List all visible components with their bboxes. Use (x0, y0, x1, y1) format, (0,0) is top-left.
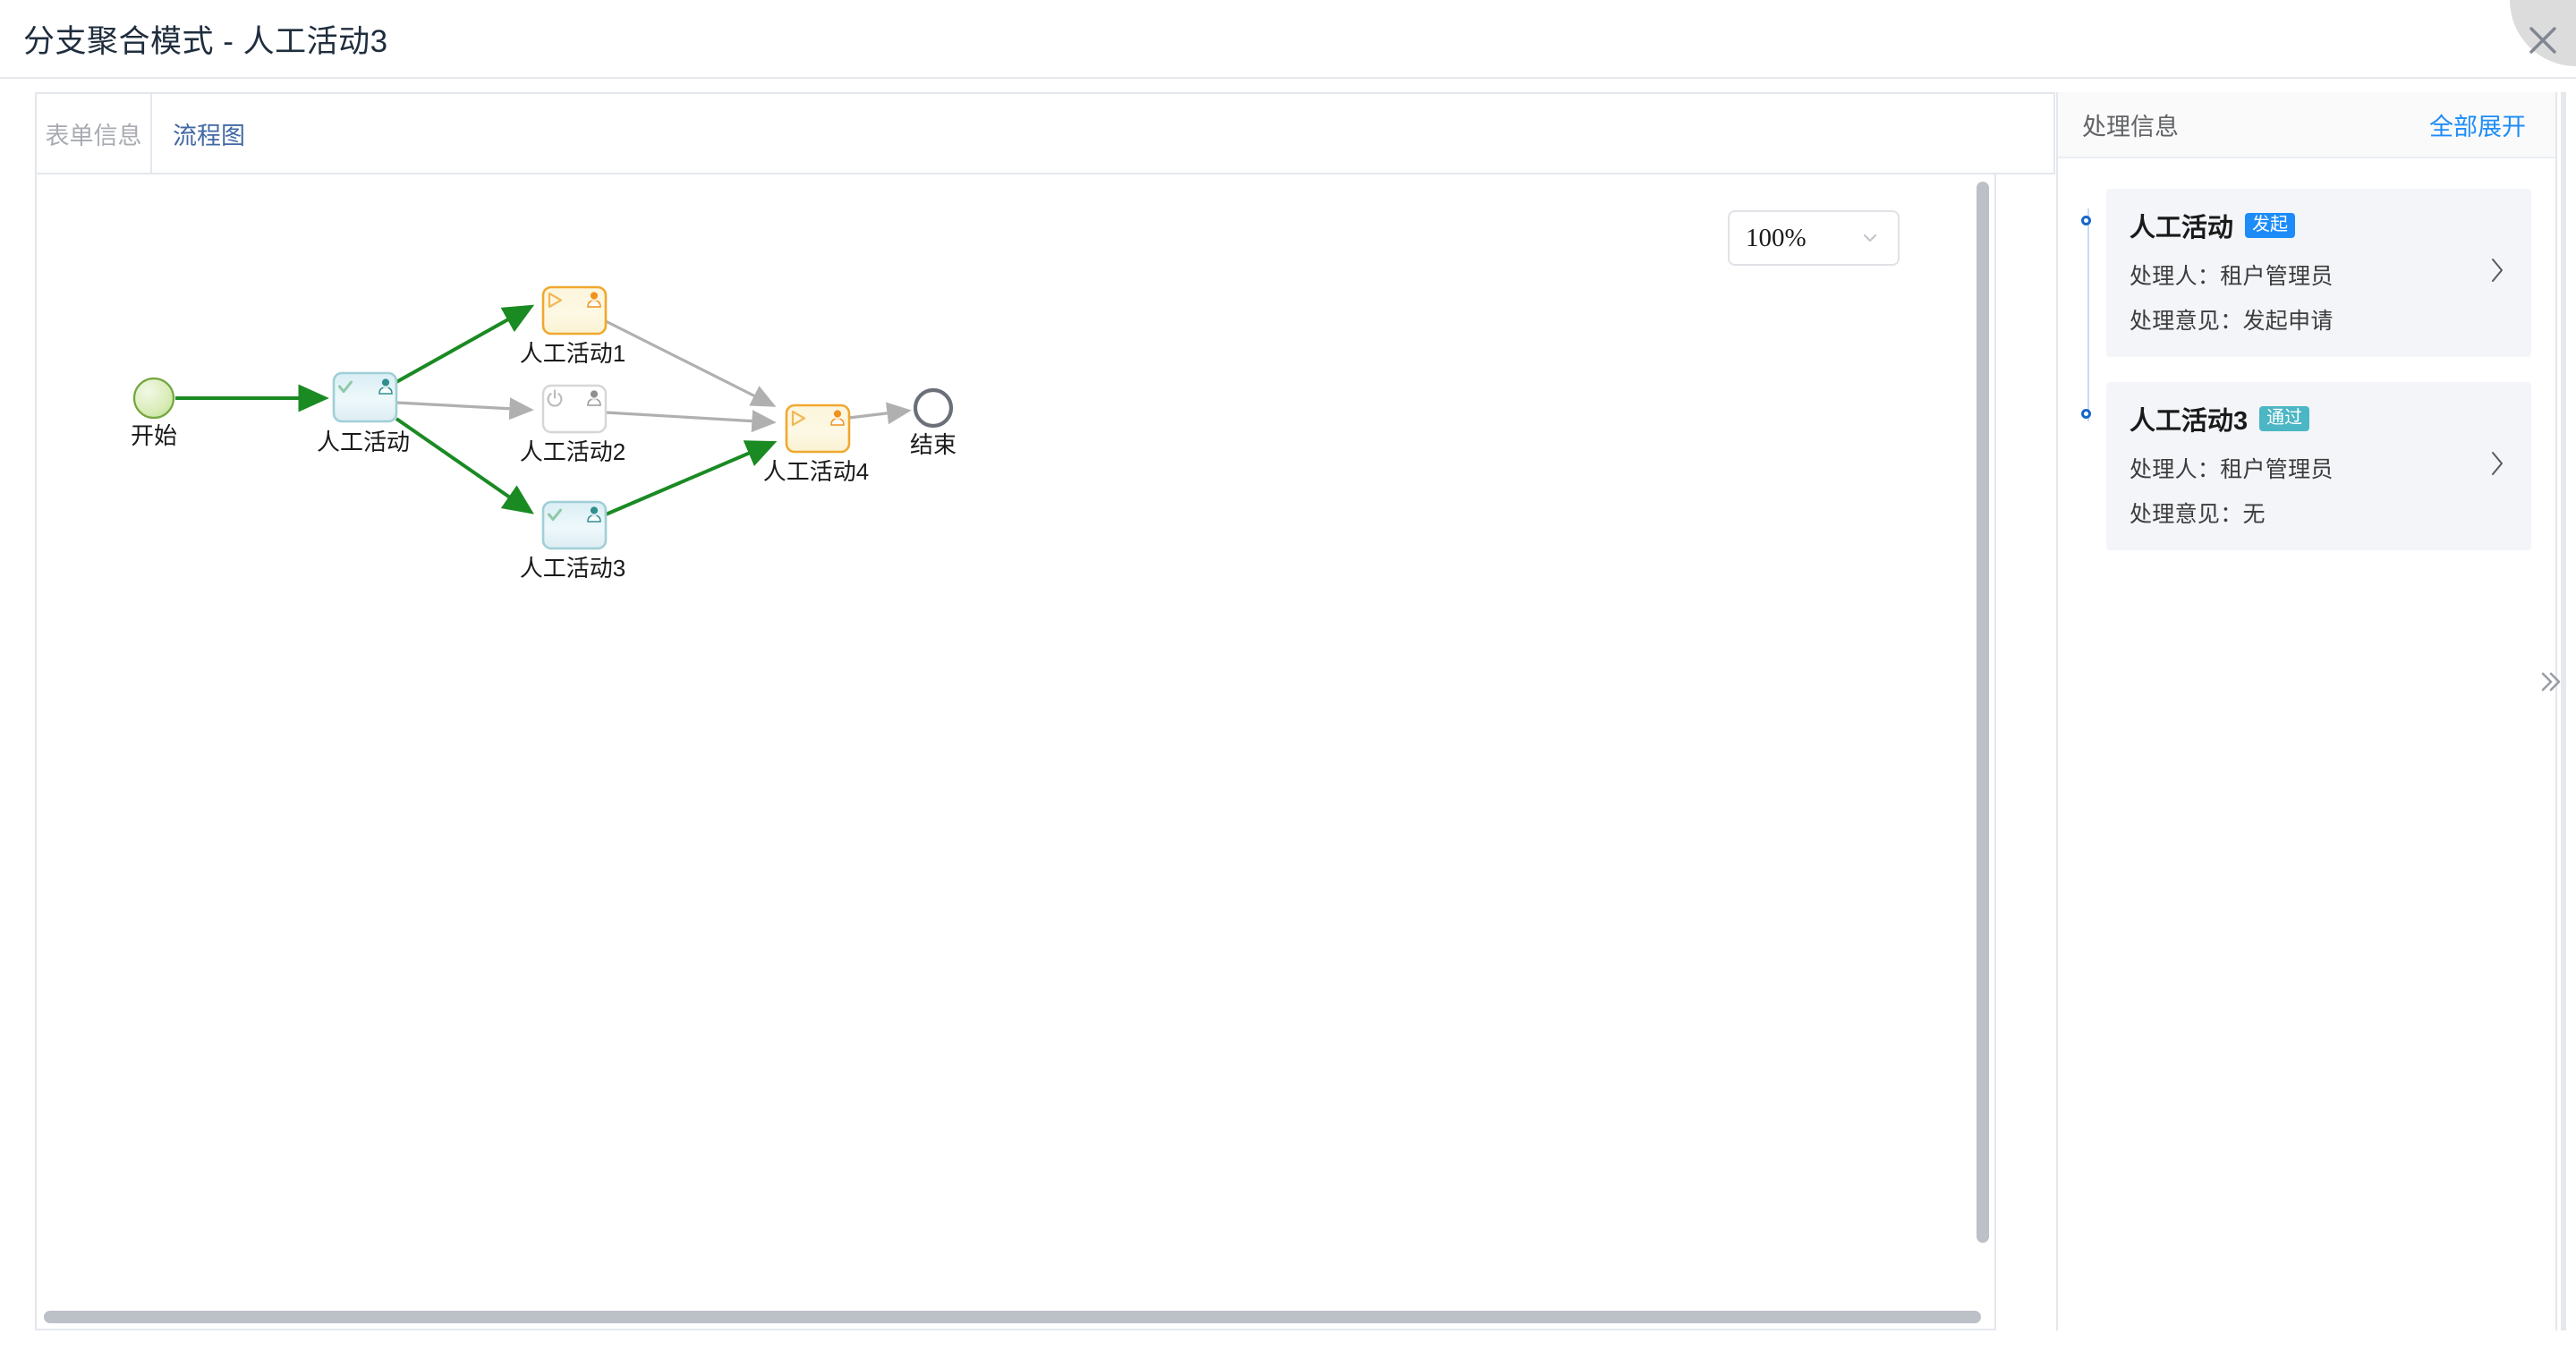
timeline-dot (2081, 409, 2091, 419)
timeline-item: 人工活动3 通过 处理人：租户管理员 处理意见：无 (2058, 382, 2555, 550)
node-task-renggong-huodong-4[interactable] (785, 404, 851, 454)
play-icon (791, 410, 806, 427)
process-record-card[interactable]: 人工活动3 通过 处理人：租户管理员 处理意见：无 (2106, 382, 2531, 550)
node-label-task0: 人工活动 (316, 429, 411, 455)
node-task-renggong-huodong-1[interactable] (541, 285, 608, 336)
timeline-connector-line (2087, 208, 2089, 421)
tab-form-info[interactable]: 表单信息 (35, 92, 152, 174)
process-record-title-row: 人工活动 发起 (2130, 207, 2508, 244)
node-label-task4: 人工活动4 (762, 458, 870, 485)
user-icon (587, 292, 601, 308)
chevron-right-icon[interactable] (2487, 255, 2508, 285)
check-icon (338, 380, 353, 394)
process-record-opinion: 处理意见：发起申请 (2130, 309, 2334, 334)
power-icon (547, 389, 563, 407)
sidebar-title: 处理信息 (2082, 113, 2179, 140)
edge-task0-to-task3 (395, 417, 534, 514)
canvas-horizontal-scrollbar-thumb[interactable] (44, 1311, 1981, 1323)
process-record-opinion: 处理意见：无 (2130, 502, 2266, 527)
node-label-task1: 人工活动1 (519, 340, 626, 367)
process-record-name: 人工活动3 (2130, 407, 2249, 436)
node-start[interactable] (132, 377, 175, 420)
chevron-down-icon (1863, 234, 1877, 242)
tab-bar-filler (266, 92, 2055, 174)
user-icon (830, 410, 845, 426)
node-label-start: 开始 (130, 422, 178, 449)
user-icon (587, 390, 601, 406)
process-record-handler: 处理人：租户管理员 (2130, 264, 2334, 289)
node-task-renggong-huodong-3[interactable] (541, 500, 608, 550)
sidebar-edge-rail (2561, 92, 2566, 1330)
node-label-end: 结束 (909, 431, 957, 458)
node-label-task3: 人工活动3 (519, 555, 626, 582)
edge-task0-to-task2 (395, 397, 534, 421)
user-icon (378, 378, 393, 395)
process-timeline: 人工活动 发起 处理人：租户管理员 处理意见：发起申请 人工活动3 通过 处理人… (2058, 158, 2555, 550)
node-label-task2: 人工活动2 (519, 438, 626, 465)
double-chevron-right-icon (2541, 672, 2561, 692)
status-badge: 发起 (2245, 213, 2296, 238)
process-info-sidebar: 处理信息 全部展开 人工活动 发起 处理人：租户管理员 处理意见：发起申请 (2056, 92, 2557, 1330)
chevron-right-icon[interactable] (2487, 448, 2508, 479)
status-badge: 通过 (2259, 406, 2310, 431)
close-icon (2529, 27, 2556, 54)
zoom-level-select[interactable]: 100% (1728, 210, 1900, 266)
expand-all-button[interactable]: 全部展开 (2429, 113, 2526, 140)
timeline-dot (2081, 216, 2091, 225)
zoom-level-value: 100% (1746, 223, 1807, 252)
node-task-renggong-huodong-2[interactable] (541, 384, 608, 434)
tab-flow-diagram[interactable]: 流程图 (150, 92, 268, 174)
edge-task2-to-task4 (605, 410, 777, 433)
edge-task4-to-end (848, 402, 912, 425)
flow-diagram-canvas[interactable]: 开始 人工活动 人工活动1 人工活动2 人工活动3 人工活动4 结束 100% (35, 173, 1996, 1330)
node-end[interactable] (913, 387, 954, 429)
canvas-horizontal-scrollbar[interactable] (37, 1305, 1994, 1329)
timeline-item: 人工活动 发起 处理人：租户管理员 处理意见：发起申请 (2058, 189, 2555, 357)
process-record-title-row: 人工活动3 通过 (2130, 400, 2508, 438)
sidebar-header: 处理信息 全部展开 (2058, 92, 2555, 158)
edge-task1-to-task4 (605, 319, 777, 407)
collapse-sidebar-button[interactable] (2530, 662, 2570, 701)
process-record-name: 人工活动 (2130, 214, 2234, 242)
canvas-vertical-scrollbar[interactable] (1971, 174, 1994, 1329)
user-icon (587, 506, 601, 523)
check-icon (548, 508, 562, 522)
canvas-vertical-scrollbar-thumb[interactable] (1977, 182, 1989, 1243)
process-record-handler: 处理人：租户管理员 (2130, 457, 2334, 482)
close-button[interactable] (2510, 0, 2576, 66)
tab-bar: 表单信息 流程图 (35, 92, 2055, 174)
play-icon (548, 292, 563, 309)
process-record-card[interactable]: 人工活动 发起 处理人：租户管理员 处理意见：发起申请 (2106, 189, 2531, 357)
page-title: 分支聚合模式 - 人工活动3 (23, 23, 388, 59)
window-header: 分支聚合模式 - 人工活动3 (0, 0, 2576, 79)
flow-diagram-svg (132, 285, 954, 550)
edge-task0-to-task1 (395, 304, 535, 384)
edge-task3-to-task4 (605, 440, 778, 516)
node-task-renggong-huodong[interactable] (332, 371, 398, 423)
